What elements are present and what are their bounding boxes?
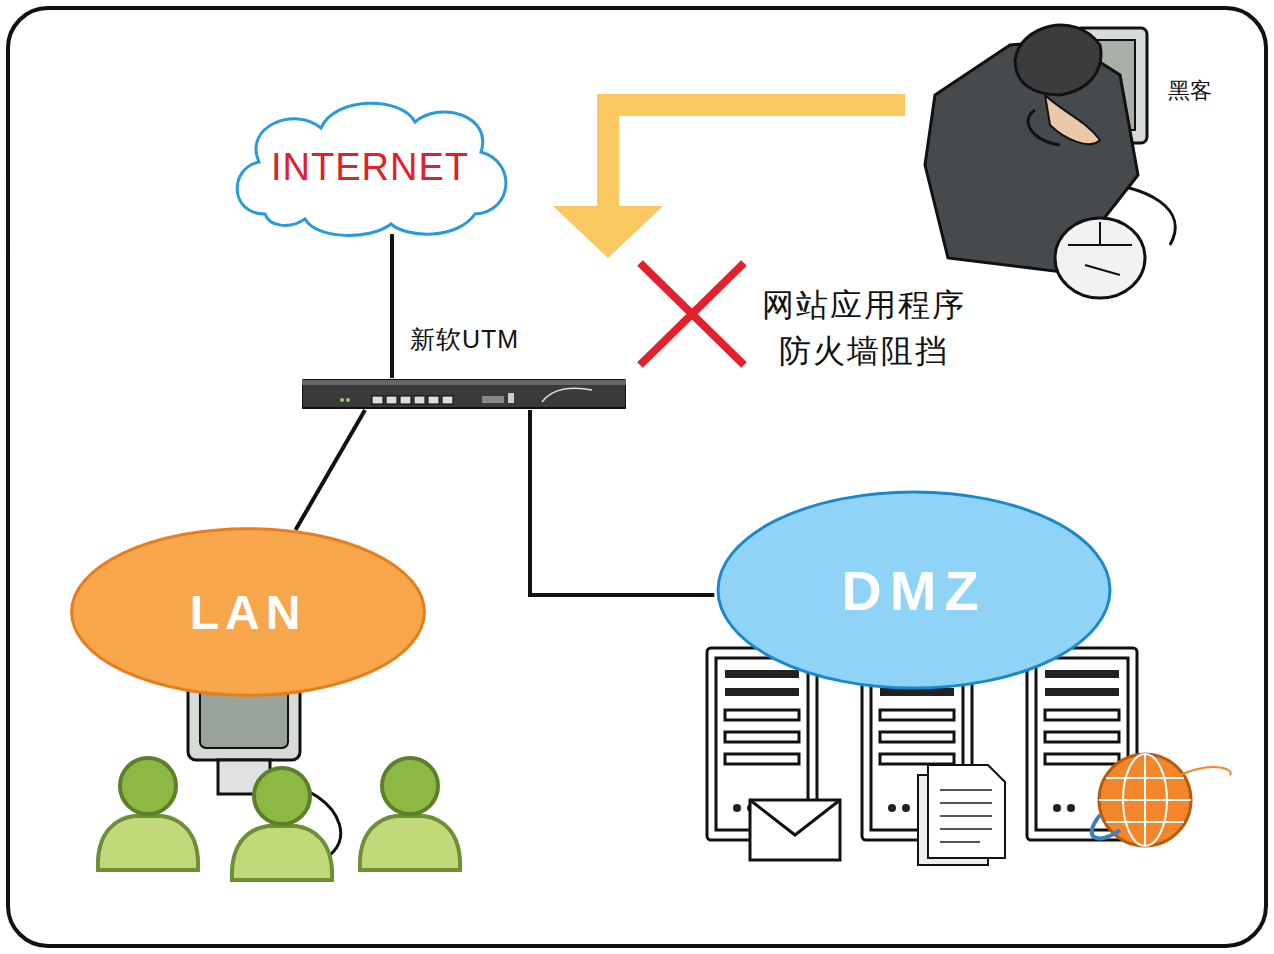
mail-icon xyxy=(750,800,840,860)
device-port xyxy=(508,393,514,403)
graphic-use xyxy=(98,758,198,870)
graphic-rect xyxy=(8,8,1266,946)
graphic-path xyxy=(1015,25,1101,95)
graphic-use xyxy=(232,768,332,880)
utm-device-outline xyxy=(302,378,626,410)
graphic-circle xyxy=(1099,754,1191,846)
hacker-label: 黑客 xyxy=(1150,76,1230,106)
lan-ellipse-label: LAN xyxy=(190,585,307,640)
globe-icon xyxy=(1092,754,1231,846)
graphic-path xyxy=(1180,767,1231,775)
device-logo xyxy=(542,388,592,402)
graphic-path xyxy=(1028,110,1060,145)
ellipse-path xyxy=(718,492,1110,688)
device-port xyxy=(372,396,383,404)
graphic-polyline xyxy=(608,105,905,212)
device-port xyxy=(400,396,411,404)
device-port xyxy=(414,396,425,404)
graphic-use xyxy=(360,758,460,870)
internet-cloud: INTERNET xyxy=(225,92,515,242)
graphic-polygon xyxy=(553,206,663,258)
graphic-line xyxy=(640,263,744,365)
graphic-path xyxy=(1092,815,1120,838)
network-link xyxy=(390,234,394,378)
waf-note: 网站应用程序 防火墙阻挡 xyxy=(752,282,976,375)
graphic-ellipse xyxy=(1055,218,1145,298)
device-top xyxy=(302,380,626,385)
dmz-ellipse-label: DMZ xyxy=(841,558,986,623)
graphic-path xyxy=(1045,95,1100,144)
cloud-path xyxy=(237,103,506,235)
device-led xyxy=(340,398,344,402)
dmz-ellipse: DMZ xyxy=(714,490,1114,690)
graphic-path xyxy=(928,765,1005,858)
graphic-polyline xyxy=(750,800,840,835)
lan-ellipse: LAN xyxy=(68,527,428,697)
ellipse-path xyxy=(72,529,425,696)
device-led xyxy=(346,398,350,402)
device-port xyxy=(428,396,439,404)
utm-device-label: 新软UTM xyxy=(410,323,519,356)
graphic-line xyxy=(640,263,744,365)
device-port xyxy=(482,396,504,403)
graphic-path xyxy=(940,790,992,842)
graphic-rect xyxy=(750,800,840,860)
graphic-path xyxy=(1068,222,1132,275)
internet-cloud-label: INTERNET xyxy=(271,146,469,189)
device-port xyxy=(442,396,453,404)
network-link xyxy=(530,410,714,595)
graphic-path xyxy=(1099,754,1191,846)
hacker-figure xyxy=(925,25,1175,298)
device-body xyxy=(302,380,626,408)
utm-device: 新软UTM xyxy=(302,378,626,410)
document-icon xyxy=(918,765,1005,865)
device-port xyxy=(386,396,397,404)
network-link xyxy=(296,410,366,530)
